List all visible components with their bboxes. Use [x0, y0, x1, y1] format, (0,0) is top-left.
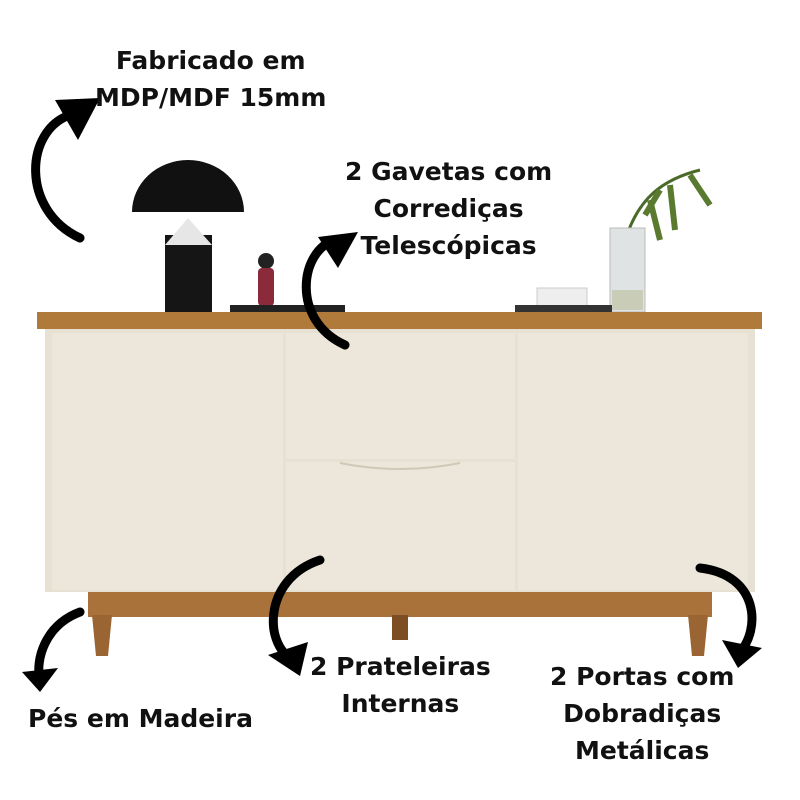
- sideboard: [37, 312, 762, 656]
- label-line: Dobradiças: [563, 699, 722, 728]
- label-doors: 2 Portas com Dobradiças Metálicas: [550, 658, 734, 769]
- arrowheads: [22, 98, 762, 692]
- label-shelves: 2 Prateleiras Internas: [310, 648, 491, 722]
- label-line: Telescópicas: [360, 231, 537, 260]
- label-feet: Pés em Madeira: [28, 700, 253, 737]
- arrow-doors: [695, 563, 757, 657]
- label-line: Fabricado em: [115, 46, 306, 75]
- label-line: 2 Prateleiras: [310, 652, 491, 681]
- label-line: 2 Gavetas com: [345, 157, 553, 186]
- label-line: Internas: [341, 689, 460, 718]
- arrow-material: [31, 110, 85, 243]
- label-line: Pés em Madeira: [28, 704, 253, 733]
- figurine: [230, 253, 345, 313]
- label-line: Metálicas: [575, 736, 710, 765]
- label-drawers: 2 Gavetas com Corrediças Telescópicas: [345, 153, 552, 264]
- label-line: MDP/MDF 15mm: [95, 83, 327, 112]
- label-line: Corrediças: [373, 194, 524, 223]
- label-material: Fabricado em MDP/MDF 15mm: [95, 42, 326, 116]
- lamp: [132, 160, 244, 312]
- label-line: 2 Portas com: [550, 662, 735, 691]
- vase-with-plant: [515, 168, 713, 313]
